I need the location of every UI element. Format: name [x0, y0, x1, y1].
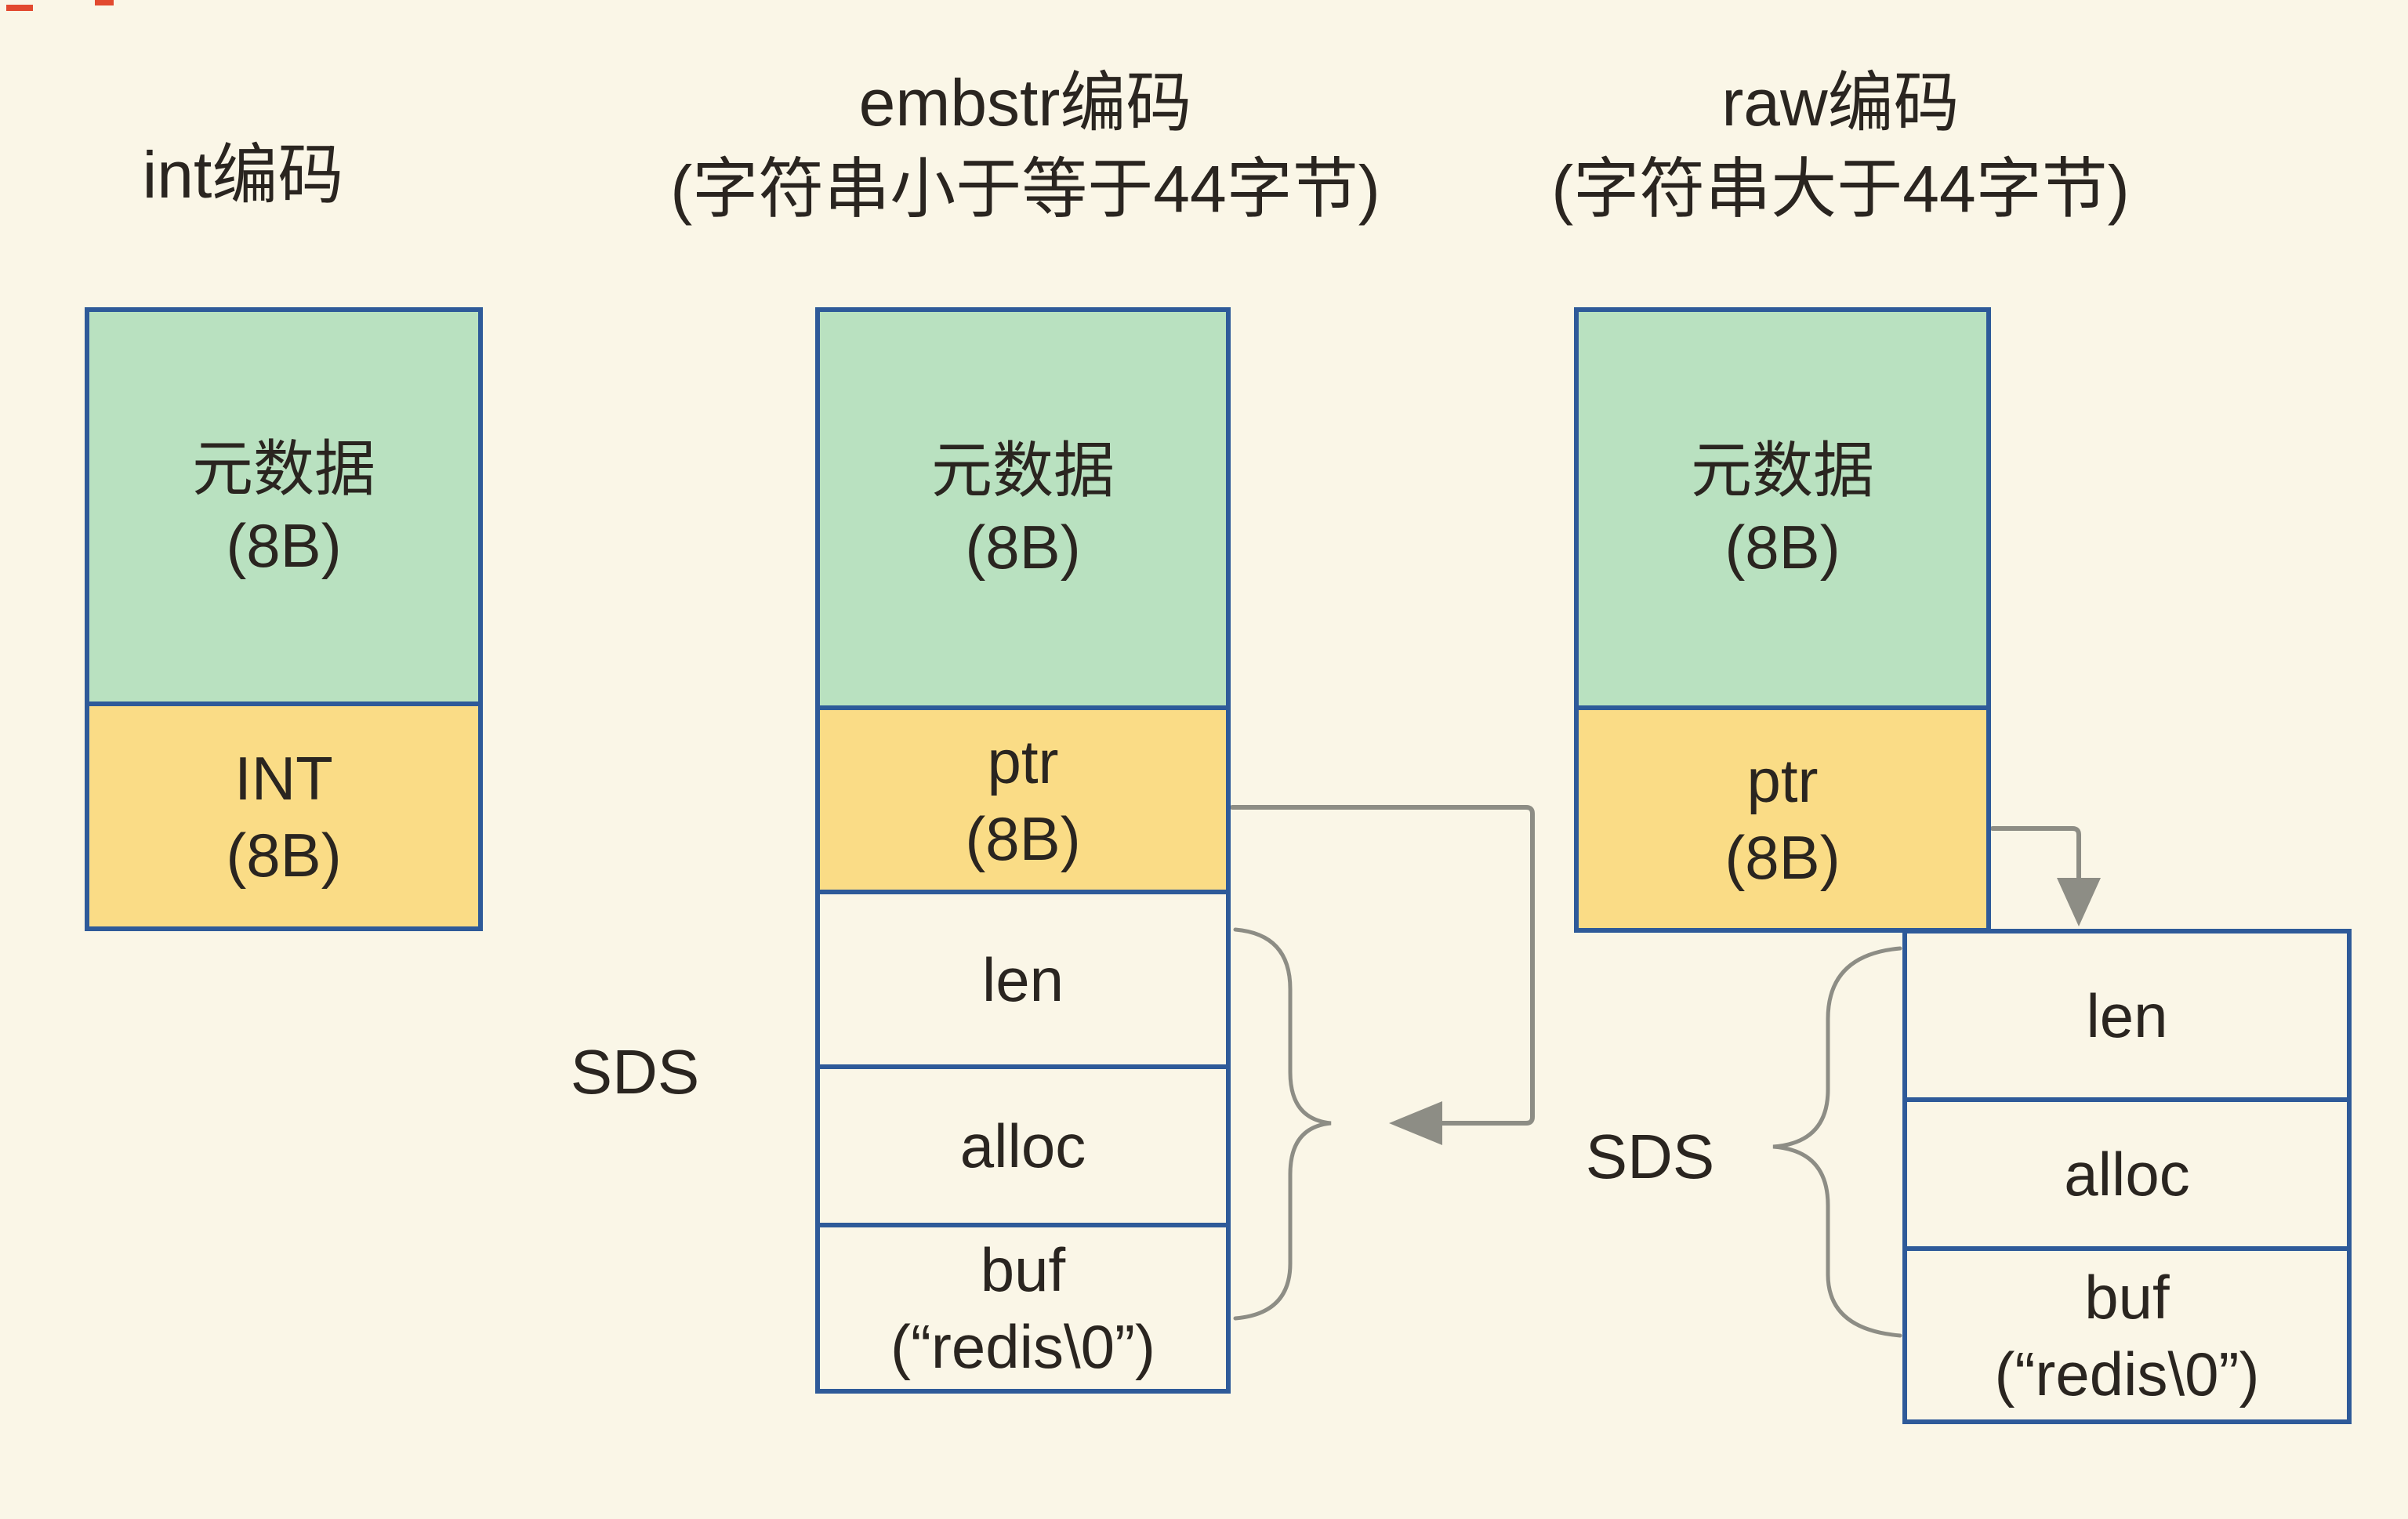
raw-buf-label: buf	[2084, 1262, 2170, 1332]
embstr-sds-label: SDS	[541, 1041, 729, 1104]
embstr-ptr-arrow-line	[1230, 805, 1535, 1126]
raw-alloc-block: alloc	[1902, 1097, 2352, 1251]
raw-sds-brace	[1772, 946, 1902, 1338]
embstr-buf-value: (“redis\0”)	[890, 1312, 1155, 1381]
int-column-title: int编码	[47, 132, 439, 218]
embstr-len-block: len	[815, 890, 1231, 1069]
embstr-ptr-block: ptr (8B)	[815, 705, 1231, 894]
embstr-ptr-size: (8B)	[965, 803, 1081, 873]
embstr-buf-block: buf (“redis\0”)	[815, 1223, 1231, 1394]
raw-buf-value: (“redis\0”)	[1994, 1339, 2260, 1408]
embstr-title-line1: embstr编码	[858, 66, 1192, 140]
embstr-sds-text: SDS	[570, 1037, 700, 1107]
raw-buf-block: buf (“redis\0”)	[1902, 1246, 2352, 1424]
int-title-text: int编码	[142, 138, 344, 212]
embstr-sds-brace	[1233, 927, 1332, 1321]
raw-sds-label: SDS	[1560, 1126, 1740, 1188]
raw-metadata-size: (8B)	[1724, 513, 1840, 582]
raw-len-label: len	[2086, 981, 2168, 1050]
embstr-metadata-label: 元数据	[930, 436, 1115, 505]
embstr-metadata-block: 元数据 (8B)	[815, 307, 1231, 710]
embstr-title-line2: (字符串小于等于44字节)	[670, 152, 1380, 226]
embstr-metadata-size: (8B)	[965, 513, 1081, 582]
int-metadata-label: 元数据	[191, 433, 375, 503]
int-metadata-size: (8B)	[226, 510, 342, 580]
int-metadata-block: 元数据 (8B)	[85, 307, 483, 706]
raw-title-line2: (字符串大于44字节)	[1551, 152, 2130, 226]
red-artifact-mark	[95, 0, 114, 5]
raw-len-block: len	[1902, 929, 2352, 1102]
raw-title-line1: raw编码	[1721, 66, 1960, 140]
raw-ptr-block: ptr (8B)	[1574, 705, 1991, 933]
raw-ptr-size: (8B)	[1724, 823, 1840, 892]
embstr-buf-label: buf	[980, 1235, 1066, 1304]
raw-sds-text: SDS	[1585, 1122, 1715, 1191]
raw-ptr-arrow-line	[1990, 826, 2081, 882]
embstr-len-label: len	[981, 944, 1064, 1014]
int-value-size: (8B)	[226, 820, 342, 890]
raw-metadata-label: 元数据	[1690, 436, 1874, 505]
embstr-alloc-label: alloc	[959, 1111, 1086, 1180]
raw-ptr-arrowhead	[2057, 878, 2101, 926]
int-value-block: INT (8B)	[85, 701, 483, 931]
raw-metadata-block: 元数据 (8B)	[1574, 307, 1991, 710]
embstr-ptr-label: ptr	[987, 727, 1059, 796]
embstr-alloc-block: alloc	[815, 1064, 1231, 1227]
red-artifact-mark	[6, 5, 33, 11]
int-value-label: INT	[234, 743, 333, 813]
embstr-column-title: embstr编码 (字符串小于等于44字节)	[618, 60, 1433, 232]
raw-alloc-label: alloc	[2064, 1140, 2190, 1209]
embstr-ptr-arrowhead	[1389, 1101, 1442, 1145]
raw-column-title: raw编码 (字符串大于44字节)	[1472, 60, 2209, 232]
raw-ptr-label: ptr	[1746, 746, 1819, 815]
